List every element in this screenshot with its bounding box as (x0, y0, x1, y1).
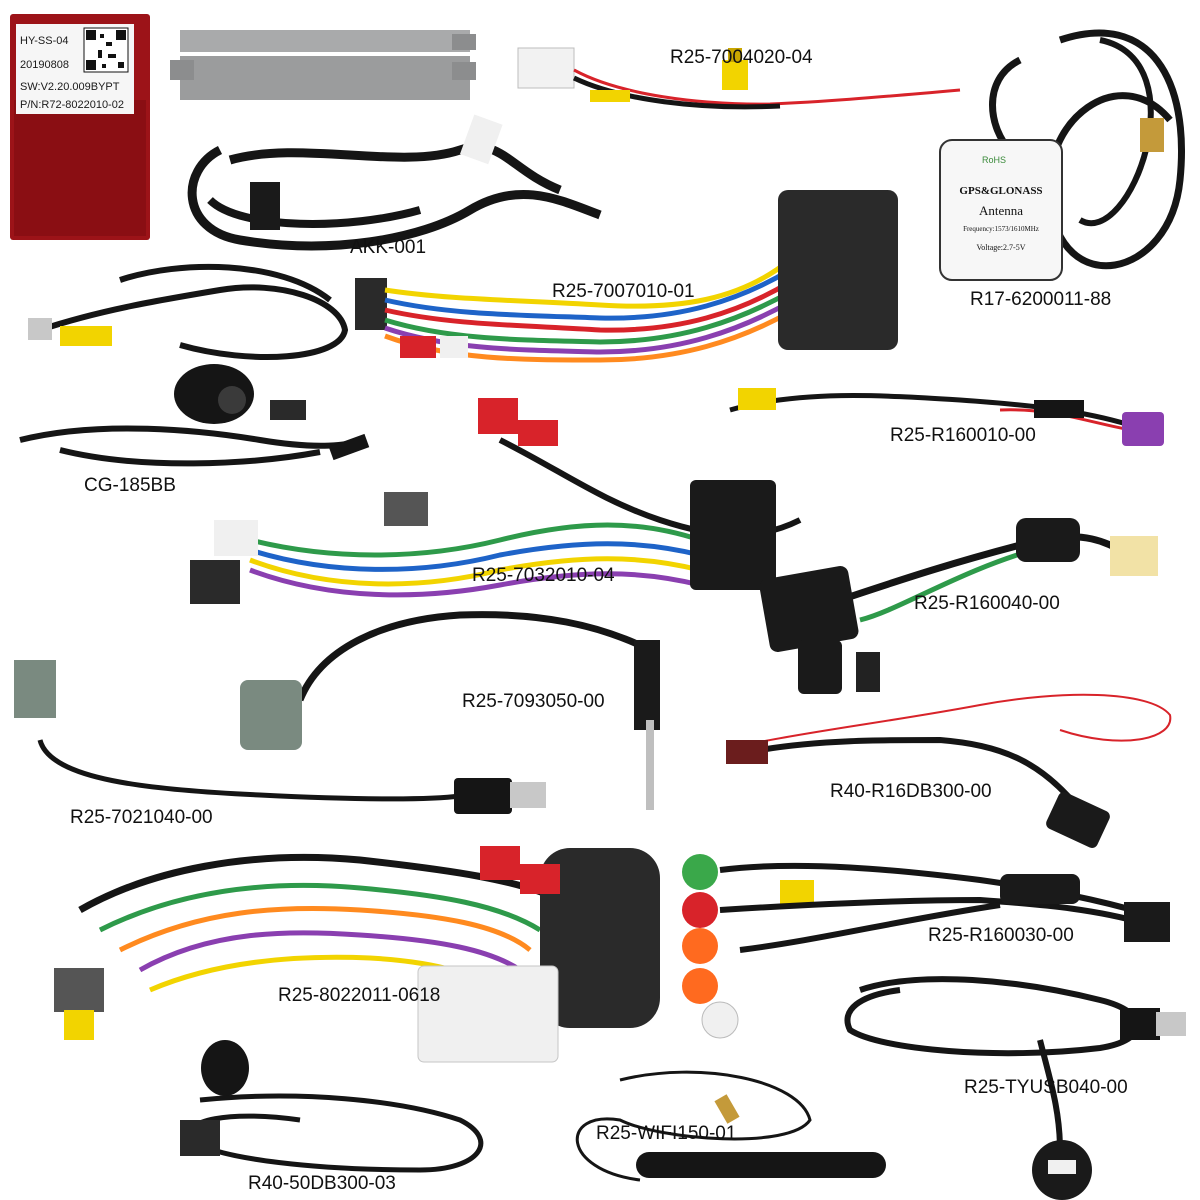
module-software: SW:V2.20.009BYPT (20, 81, 120, 93)
gps-subtitle: Antenna (978, 203, 1024, 218)
usb-extension (844, 976, 1186, 1200)
car-harness (54, 846, 660, 1063)
module-part-number: P/N:R72-8022010-02 (20, 99, 124, 111)
dvr-cable (729, 388, 1164, 446)
module-model: HY-SS-04 (20, 35, 69, 47)
rohs-mark: RoHS (982, 155, 1007, 165)
label-r40-r16db300-00: R40-R16DB300-00 (830, 781, 992, 802)
wifi-antenna (575, 1070, 886, 1182)
rca-harness (682, 854, 1170, 1039)
label-r25-8022011-0618: R25-8022011-0618 (278, 985, 441, 1006)
label-r25-tyusb040-00: R25-TYUSB040-00 (964, 1077, 1128, 1098)
label-r25-7021040-00: R25-7021040-00 (70, 807, 213, 828)
gps-antenna (939, 29, 1185, 281)
usb-cable (759, 518, 1158, 694)
label-r25-7004020-04: R25-7004020-04 (670, 47, 813, 68)
label-r25-7032010-04: R25-7032010-04 (472, 565, 615, 586)
audio-harness (190, 398, 802, 604)
usb-adapter-cable (14, 660, 546, 814)
label-akk-001: AKK-001 (350, 237, 427, 258)
label-r40-50db300-03: R40-50DB300-03 (248, 1173, 396, 1194)
label-r17-6200011-88: R17-6200011-88 (970, 289, 1112, 310)
label-r25-r160010-00: R25-R160010-00 (890, 425, 1036, 446)
label-r25-7007010-01: R25-7007010-01 (552, 281, 695, 302)
power-harness (187, 114, 602, 251)
rear-camera (19, 263, 370, 467)
canbus-module (10, 14, 150, 240)
label-r25-r160030-00: R25-R160030-00 (928, 925, 1074, 946)
gps-voltage: Voltage:2.7-5V (976, 243, 1026, 252)
extension-cable (726, 693, 1172, 848)
antenna-adapter (240, 611, 660, 810)
gps-frequency: Frequency:1573/1610MHz (963, 225, 1039, 233)
label-cg-185bb: CG-185BB (84, 475, 176, 496)
mounting-bracket (170, 30, 476, 100)
module-date: 20190808 (20, 59, 69, 71)
label-r25-r160040-00: R25-R160040-00 (914, 593, 1060, 614)
microphone (180, 1040, 484, 1173)
main-harness (355, 190, 898, 363)
camera-adapter-cable (517, 47, 961, 110)
gps-title: GPS&GLONASS (959, 185, 1043, 197)
label-r25-7093050-00: R25-7093050-00 (462, 691, 605, 712)
label-r25-wifi150-01: R25-WIFI150-01 (596, 1123, 737, 1144)
